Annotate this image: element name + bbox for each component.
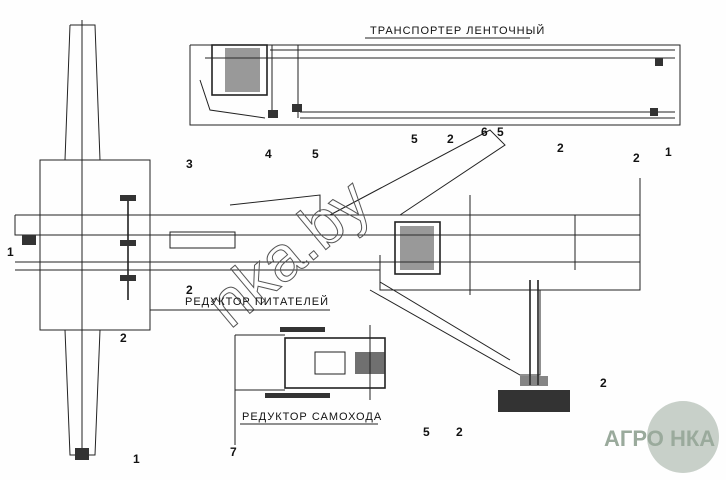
callout: 4: [265, 147, 272, 161]
callout: 6: [481, 125, 488, 139]
drive-reducer-title: РЕДУКТОР САМОХОДА: [242, 411, 382, 423]
callout: 1: [7, 245, 14, 259]
callout: 1: [665, 145, 672, 159]
drive-reducer-drawing: [234, 325, 386, 445]
callout: 7: [230, 445, 237, 459]
logo-text: АГРО НКА: [604, 426, 715, 451]
callout: 2: [633, 151, 640, 165]
callout: 5: [312, 147, 319, 161]
callout: 2: [447, 132, 454, 146]
watermark: nka.by: [193, 164, 384, 340]
callout: 2: [120, 331, 127, 345]
callout: 2: [186, 283, 193, 297]
conveyor-title: ТРАНСПОРТЕР ЛЕНТОЧНЫЙ: [370, 24, 545, 37]
wheels: [22, 20, 136, 460]
callout-numbers: 1 4 5 3 2 6 5 5 2 2 1 2 2 7 5 2 2 1: [7, 125, 672, 466]
callout: 3: [186, 157, 193, 171]
feeder-reducer-title: РЕДУКТОР ПИТАТЕЛЕЙ: [185, 295, 329, 308]
belt-conveyor: [189, 44, 681, 126]
logo: АГРО НКА: [604, 401, 719, 473]
callout: 2: [456, 425, 463, 439]
callout: 2: [600, 376, 607, 390]
callout: 5: [423, 425, 430, 439]
callout: 1: [133, 452, 140, 466]
callout: 2: [557, 141, 564, 155]
callout: 5: [411, 132, 418, 146]
callout: 5: [497, 125, 504, 139]
